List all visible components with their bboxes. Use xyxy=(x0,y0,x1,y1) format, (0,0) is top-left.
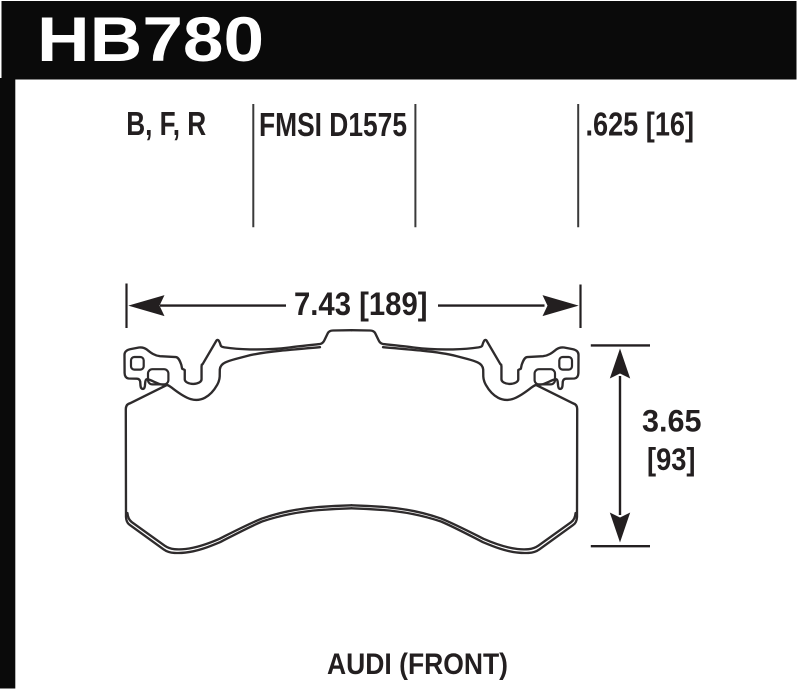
svg-text:[93]: [93] xyxy=(647,441,696,477)
svg-text:7.43 [189]: 7.43 [189] xyxy=(294,285,428,322)
svg-text:3.65: 3.65 xyxy=(642,402,702,438)
svg-text:B, F, R: B, F, R xyxy=(126,105,206,142)
svg-text:HB780: HB780 xyxy=(37,5,264,75)
svg-text:AUDI (FRONT): AUDI (FRONT) xyxy=(327,648,508,681)
svg-text:.625 [16]: .625 [16] xyxy=(586,105,695,142)
svg-text:FMSI D1575: FMSI D1575 xyxy=(259,106,407,143)
